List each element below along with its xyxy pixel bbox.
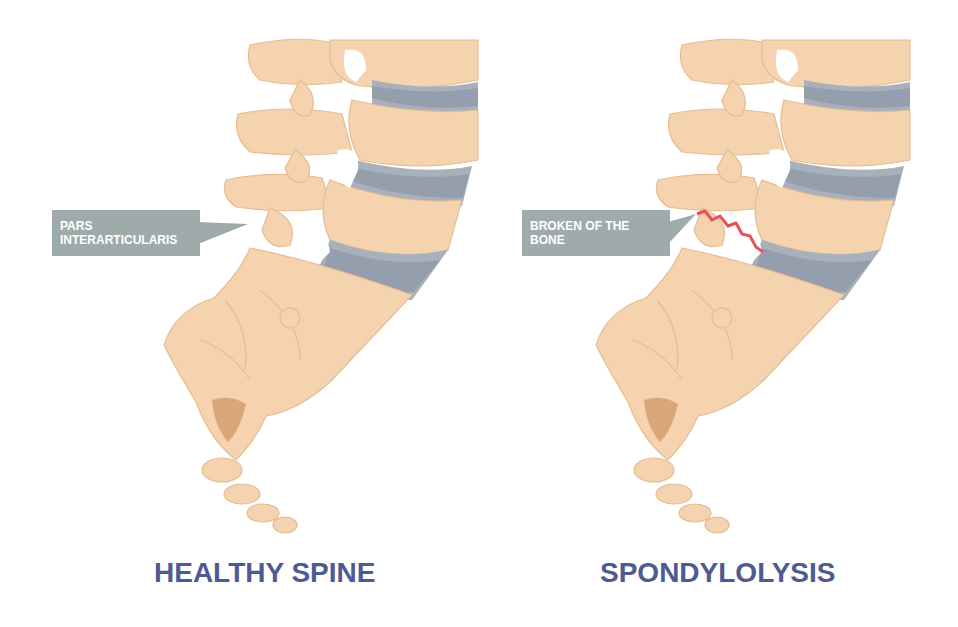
fracture-line — [697, 211, 763, 252]
callout-text: PARS INTERARTICULARIS — [60, 219, 192, 247]
callout-box: BROKEN OF THE BONE — [522, 210, 670, 256]
callout-text: BROKEN OF THE BONE — [530, 219, 662, 247]
figure-caption: HEALTHY SPINE — [154, 556, 375, 590]
callout-pointer — [198, 222, 248, 244]
figure-caption: SPONDYLOLYSIS — [600, 556, 835, 590]
callout-box: PARS INTERARTICULARIS — [52, 210, 200, 256]
callout-pointer — [668, 214, 696, 244]
